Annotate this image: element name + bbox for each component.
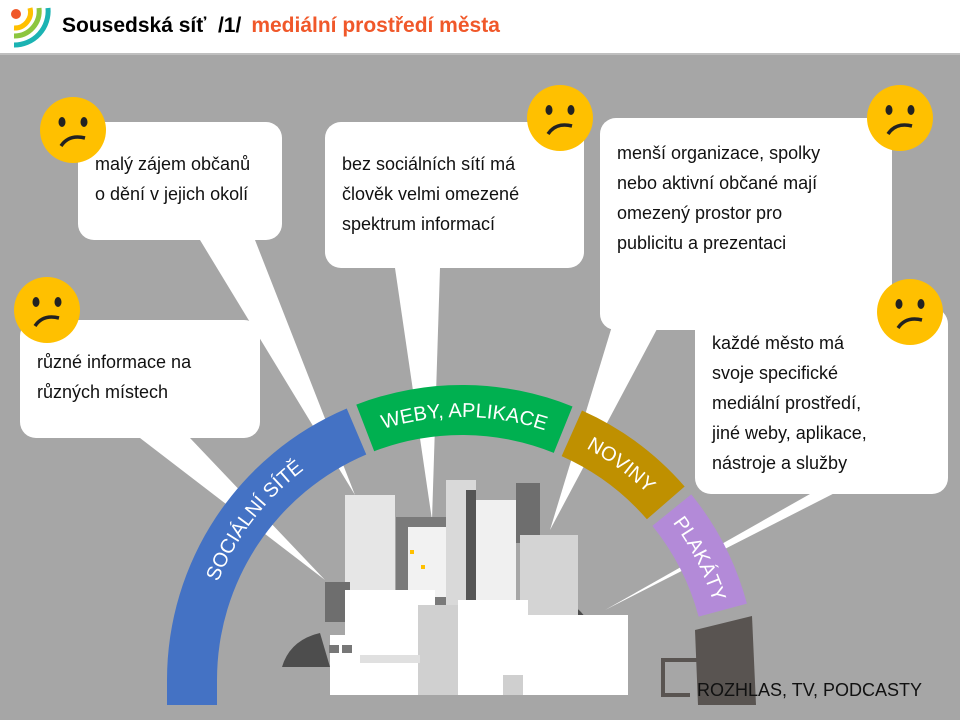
bubble-text-line: omezený prostor pro <box>617 203 783 223</box>
confused-face-icon <box>877 279 943 345</box>
segment-newspapers <box>561 410 685 520</box>
confused-face-icon <box>14 277 80 343</box>
logo-icon <box>11 7 51 48</box>
confused-face-icon <box>40 97 106 163</box>
segment-social-networks <box>167 408 367 705</box>
bubble-text-line: mediální prostředí, <box>712 393 862 413</box>
bubble-pointer <box>605 475 870 610</box>
confused-face-icon <box>867 85 933 151</box>
confused-face-icon <box>527 85 593 151</box>
title-subtitle: mediální prostředí města <box>251 14 500 37</box>
title-main: Sousedská síť /1/ <box>62 14 242 37</box>
city-illustration <box>282 480 628 695</box>
bubble-text-line: svoje specifické <box>712 363 839 383</box>
bubble-text-line: spektrum informací <box>342 214 496 234</box>
segment-radio-tv <box>695 616 756 705</box>
connector-line <box>661 658 697 697</box>
bubble-text-line: publicitu a prezentaci <box>617 233 787 253</box>
bubble-text-line: nástroje a služby <box>712 453 848 473</box>
speech-bubble: malý zájem občanů o dění v jejich okolí <box>78 122 282 240</box>
bubble-text-line: člověk velmi omezené <box>342 184 520 204</box>
speech-bubble: menší organizace, spolky nebo aktivní obč… <box>600 118 892 330</box>
bubble-text-line: každé město má <box>712 333 845 353</box>
bubble-text-line: menší organizace, spolky <box>617 143 821 163</box>
page-title: Sousedská síť /1/mediální prostředí měst… <box>62 14 500 38</box>
bubble-text-line: o dění v jejich okolí <box>95 184 249 204</box>
speech-bubble: bez sociálních sítí má člověk velmi omeze… <box>325 122 584 268</box>
bubble-text-line: různých místech <box>37 382 169 402</box>
bubble-text-line: nebo aktivní občané mají <box>617 173 818 193</box>
bubble-text-line: jiné weby, aplikace, <box>712 423 867 443</box>
bubble-text-line: různé informace na <box>37 352 192 372</box>
radio-tv-podcasts-label: ROZHLAS, TV, PODCASTY <box>697 680 923 700</box>
segment-posters <box>652 494 747 617</box>
bubble-text-line: malý zájem občanů <box>95 154 251 174</box>
segment-web-apps <box>356 384 573 453</box>
bubble-text-line: bez sociálních sítí má <box>342 154 516 174</box>
header: Sousedská síť /1/mediální prostředí měst… <box>0 0 960 55</box>
